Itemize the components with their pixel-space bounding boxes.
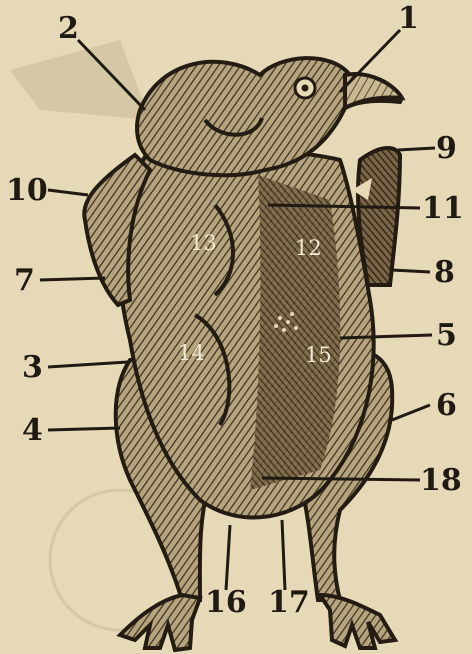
- label-9: 9: [436, 131, 457, 166]
- left-foot: [120, 595, 200, 650]
- label-14: 14: [178, 341, 205, 365]
- label-15: 15: [305, 343, 332, 367]
- label-7: 7: [14, 263, 35, 298]
- label-13: 13: [190, 231, 217, 255]
- label-12: 12: [295, 236, 322, 260]
- belly-strip: [250, 175, 340, 490]
- label-4: 4: [22, 413, 43, 448]
- label-3: 3: [22, 350, 43, 385]
- label-2: 2: [58, 11, 79, 46]
- label-5: 5: [436, 318, 457, 353]
- label-10: 10: [6, 173, 48, 208]
- right-foot: [320, 595, 395, 648]
- label-17: 17: [268, 585, 310, 620]
- label-8: 8: [434, 255, 455, 290]
- label-18: 18: [420, 463, 462, 498]
- label-1: 1: [398, 1, 419, 36]
- right-wing: [358, 148, 400, 285]
- penguin-body: [84, 58, 402, 650]
- label-16: 16: [205, 585, 247, 620]
- label-6: 6: [436, 388, 457, 423]
- label-11: 11: [422, 191, 464, 226]
